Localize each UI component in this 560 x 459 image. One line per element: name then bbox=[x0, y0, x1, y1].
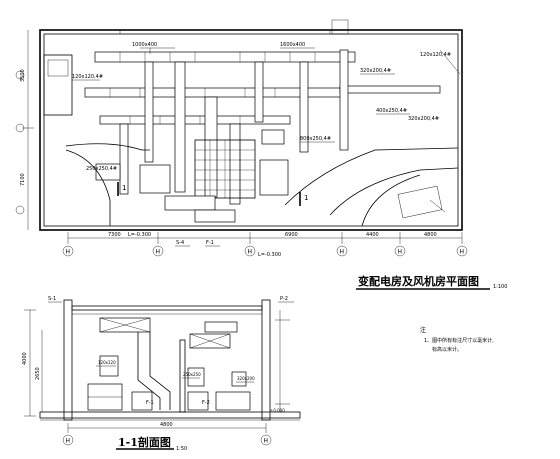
duct-label-2: 120x120,4# bbox=[72, 74, 103, 80]
svg-text:H: H bbox=[460, 249, 465, 256]
plan-left-equipment bbox=[47, 59, 69, 77]
main-duct-1 bbox=[94, 51, 356, 63]
svg-text:4000: 4000 bbox=[22, 352, 28, 365]
plan-inner-wall bbox=[43, 33, 459, 227]
notes: 注 1、图中所有标注尺寸以毫米计, 标高以米计。 bbox=[420, 326, 494, 353]
section-floor-slab bbox=[39, 411, 301, 419]
section-mark-f1: F-1 bbox=[206, 240, 214, 246]
duct-label-4: 800x250,4# bbox=[300, 136, 331, 142]
svg-text:H: H bbox=[340, 249, 345, 256]
svg-text:H: H bbox=[248, 249, 253, 256]
svg-text:H: H bbox=[66, 438, 71, 445]
duct-labels: 1000x400 1600x400 120x120,4# 400x250,4# … bbox=[72, 42, 461, 172]
section-title: 1-1剖面图 bbox=[118, 435, 171, 449]
svg-text:320x200,4#: 320x200,4# bbox=[408, 116, 439, 122]
plan-dim-2: 4800 bbox=[424, 232, 437, 238]
svg-text:H: H bbox=[264, 438, 269, 445]
plan-outer-wall bbox=[39, 29, 463, 231]
duct-label-1: 1600x400 bbox=[280, 42, 305, 48]
section-dim-0: 4800 bbox=[160, 422, 173, 428]
svg-text:H: H bbox=[156, 249, 161, 256]
plan-grid-axes: H H H H H H bbox=[62, 245, 468, 257]
svg-text:H: H bbox=[66, 249, 71, 256]
svg-text:1、图中所有标注尺寸以毫米计,: 1、图中所有标注尺寸以毫米计, bbox=[424, 337, 494, 344]
svg-text:120x120: 120x120 bbox=[98, 360, 116, 365]
section-mark-1: 1 bbox=[122, 184, 126, 192]
elevation-note-0: L=-0.300 bbox=[128, 232, 151, 238]
equipment-f1: F-1 bbox=[146, 400, 154, 406]
section-mark-s1: S-1 bbox=[48, 296, 56, 302]
svg-text:120x120,4#: 120x120,4# bbox=[420, 52, 451, 58]
curved-boundary bbox=[65, 143, 150, 151]
svg-text:320x200: 320x200 bbox=[237, 376, 255, 381]
plan-left-dim-0: 3500 bbox=[20, 69, 26, 82]
svg-text:250x250: 250x250 bbox=[183, 372, 201, 377]
elevation-note-1: L=-0.300 bbox=[258, 252, 281, 258]
duct-label-0: 1000x400 bbox=[132, 42, 157, 48]
svg-text:注: 注 bbox=[420, 326, 426, 334]
section-mark-1b: 1 bbox=[304, 194, 308, 202]
section-mark-s4: S-4 bbox=[176, 240, 184, 246]
section-view: F-1 F-2 120x120 250x250 320x200 4000 265… bbox=[22, 296, 301, 446]
duct-label-6: 320x200,4# bbox=[360, 68, 391, 74]
main-duct-3 bbox=[99, 115, 291, 125]
plan-view: 1000x400 1600x400 120x120,4# 400x250,4# … bbox=[15, 19, 468, 258]
svg-text:H: H bbox=[398, 249, 403, 256]
section-scale: 1:50 bbox=[176, 446, 187, 452]
section-ceiling-slab bbox=[71, 305, 263, 311]
section-mark-p2: P-2 bbox=[280, 296, 288, 302]
svg-text:标高以米计。: 标高以米计。 bbox=[432, 346, 462, 353]
plan-dim-0: 7300 bbox=[108, 232, 121, 238]
svg-text:2650: 2650 bbox=[35, 367, 41, 380]
plan-title: 变配电房及风机房平面图 bbox=[358, 274, 479, 288]
main-duct-4 bbox=[339, 85, 441, 94]
plan-left-room bbox=[43, 54, 73, 116]
svg-text:±0.000: ±0.000 bbox=[270, 408, 285, 413]
plan-dim-3: 6900 bbox=[285, 232, 298, 238]
plan-scale: 1:100 bbox=[493, 284, 507, 290]
plan-left-dim-1: 7100 bbox=[20, 173, 26, 186]
duct-label-3: 400x250,4# bbox=[376, 108, 407, 114]
plan-dim-1: 4400 bbox=[366, 232, 379, 238]
equipment-f2: F-2 bbox=[202, 400, 210, 406]
duct-label-5: 250x250,4# bbox=[86, 166, 117, 172]
